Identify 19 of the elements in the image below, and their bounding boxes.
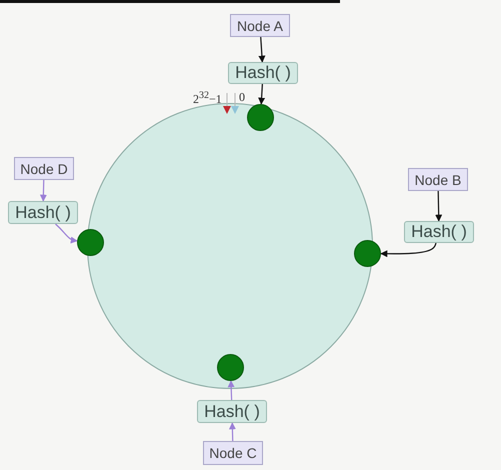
arrow <box>228 380 235 400</box>
hash-function-box: Hash( ) <box>228 62 298 84</box>
arrow <box>228 422 236 442</box>
arrow <box>258 36 266 63</box>
node-box: Node A <box>230 14 290 37</box>
node-box: Node B <box>408 168 468 191</box>
arrow <box>258 84 266 105</box>
node-box: Node D <box>14 157 74 180</box>
arrow <box>380 242 437 258</box>
arrow <box>435 190 442 222</box>
node-position-dot <box>77 229 104 256</box>
ring-zero-label: 0 <box>239 90 245 105</box>
arrow <box>55 224 78 244</box>
hash-function-box: Hash( ) <box>404 221 474 243</box>
node-box: Node C <box>203 441 263 465</box>
arrow <box>40 180 47 202</box>
hash-function-box: Hash( ) <box>8 201 78 224</box>
ring-max-label: 2$^{32}$−1 <box>193 90 222 107</box>
hash-function-box: Hash( ) <box>197 400 267 423</box>
